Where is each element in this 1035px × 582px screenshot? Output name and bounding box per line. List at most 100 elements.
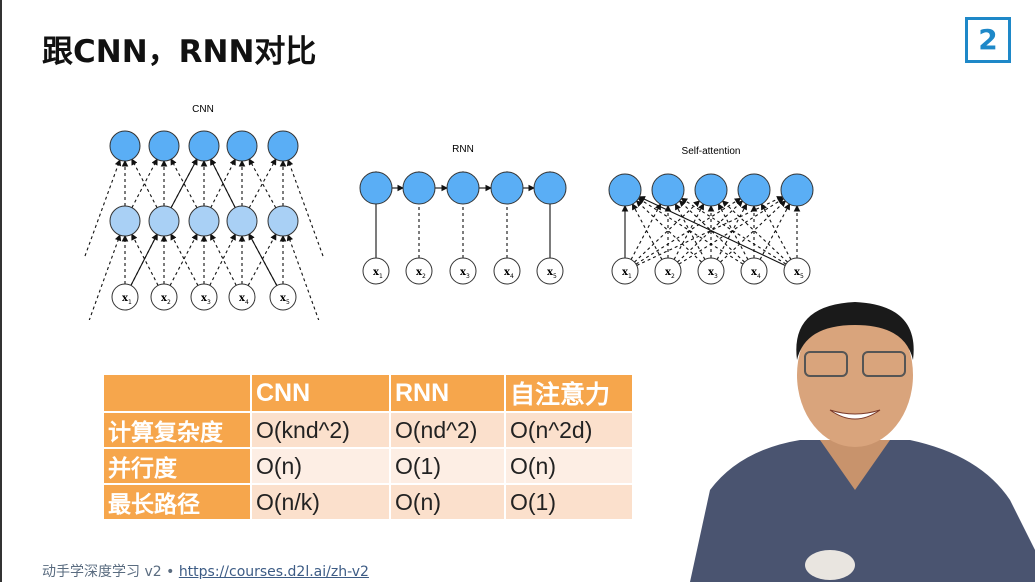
input-label: x [239, 293, 246, 304]
input-label: x [708, 267, 715, 278]
cnn-hidden-node [109, 205, 141, 237]
table-row: 计算复杂度 O(knd^2) O(nd^2) O(n^2d) [104, 413, 632, 447]
input-subscript: 1 [628, 273, 632, 280]
input-node [228, 283, 256, 311]
edge [674, 203, 706, 260]
cell: O(n^2d) [506, 413, 632, 447]
input-label: x [665, 267, 672, 278]
cell: O(n) [506, 449, 632, 483]
input-node [150, 283, 178, 311]
edge [247, 233, 277, 286]
cell: O(nd^2) [391, 413, 504, 447]
edge [286, 159, 324, 257]
header-cell: RNN [391, 375, 504, 411]
course-link[interactable]: https://courses.d2l.ai/zh-v2 [178, 564, 369, 580]
edge [760, 203, 792, 260]
input-node [536, 257, 564, 285]
input-subscript: 5 [286, 299, 290, 306]
edge [635, 197, 742, 265]
row-header: 并行度 [104, 449, 250, 483]
input-subscript: 5 [800, 273, 804, 280]
input-subscript: 4 [245, 299, 249, 306]
cnn-hidden-node [226, 205, 258, 237]
input-subscript: 1 [379, 273, 383, 280]
input-node [654, 257, 682, 285]
edge [84, 159, 122, 257]
cnn-hidden-node [188, 205, 220, 237]
cell: O(n/k) [252, 485, 389, 519]
input-subscript: 4 [757, 273, 761, 280]
input-node [362, 257, 390, 285]
row-header: 最长路径 [104, 485, 250, 519]
table-row: 并行度 O(n) O(1) O(n) [104, 449, 632, 483]
rnn-node [402, 171, 436, 205]
input-node [697, 257, 725, 285]
left-border [0, 0, 2, 582]
edge [637, 197, 744, 265]
input-label: x [794, 267, 801, 278]
edge [286, 234, 320, 320]
comparison-table: CNN RNN 自注意力 计算复杂度 O(knd^2) O(nd^2) O(n^… [102, 373, 634, 521]
input-label: x [201, 293, 208, 304]
cell: O(1) [506, 485, 632, 519]
edge [635, 200, 702, 263]
edge [678, 197, 785, 265]
cnn-top-node [267, 130, 299, 162]
attention-node [737, 173, 771, 207]
edge [630, 203, 662, 260]
input-label: x [504, 267, 511, 278]
header-cell: 自注意力 [506, 375, 632, 411]
attention-node [608, 173, 642, 207]
input-label: x [122, 293, 129, 304]
edge [720, 200, 787, 263]
cell: O(1) [391, 449, 504, 483]
edge [759, 203, 791, 260]
cnn-hidden-node [267, 205, 299, 237]
edge [721, 200, 788, 263]
table-header-row: CNN RNN 自注意力 [104, 375, 632, 411]
edge [88, 234, 122, 320]
edge [677, 200, 744, 263]
footer-text: 动手学深度学习 v2 • [42, 564, 179, 580]
presenter-video [690, 302, 1035, 582]
cell: O(n) [252, 449, 389, 483]
input-subscript: 3 [466, 273, 470, 280]
input-subscript: 1 [128, 299, 132, 306]
rnn-node [359, 171, 393, 205]
rnn-title: RNN [452, 144, 474, 155]
header-cell: CNN [252, 375, 389, 411]
cell: O(knd^2) [252, 413, 389, 447]
input-label: x [547, 267, 554, 278]
input-label: x [280, 293, 287, 304]
attention-node [780, 173, 814, 207]
input-subscript: 2 [167, 299, 171, 306]
input-subscript: 5 [553, 273, 557, 280]
cnn-top-node [109, 130, 141, 162]
input-node [783, 257, 811, 285]
footer: 动手学深度学习 v2 • https://courses.d2l.ai/zh-v… [42, 561, 369, 581]
input-node [269, 283, 297, 311]
edge [634, 200, 701, 263]
edge [717, 203, 749, 260]
cnn-title: CNN [192, 104, 214, 115]
edge [210, 233, 237, 286]
edge [170, 233, 199, 286]
edge [130, 233, 158, 286]
input-node [493, 257, 521, 285]
edge [631, 203, 663, 260]
header-cell [104, 375, 250, 411]
row-header: 计算复杂度 [104, 413, 250, 447]
edge [131, 233, 159, 286]
input-node [111, 283, 139, 311]
d2l-logo: 2 [965, 17, 1011, 63]
edge [638, 196, 786, 266]
edge [169, 233, 198, 286]
cnn-top-node [226, 130, 258, 162]
attention-node [694, 173, 728, 207]
edge [170, 158, 198, 209]
input-label: x [373, 267, 380, 278]
self-attention-title: Self-attention [682, 146, 741, 157]
rnn-node [490, 171, 524, 205]
input-label: x [751, 267, 758, 278]
input-subscript: 3 [714, 273, 718, 280]
